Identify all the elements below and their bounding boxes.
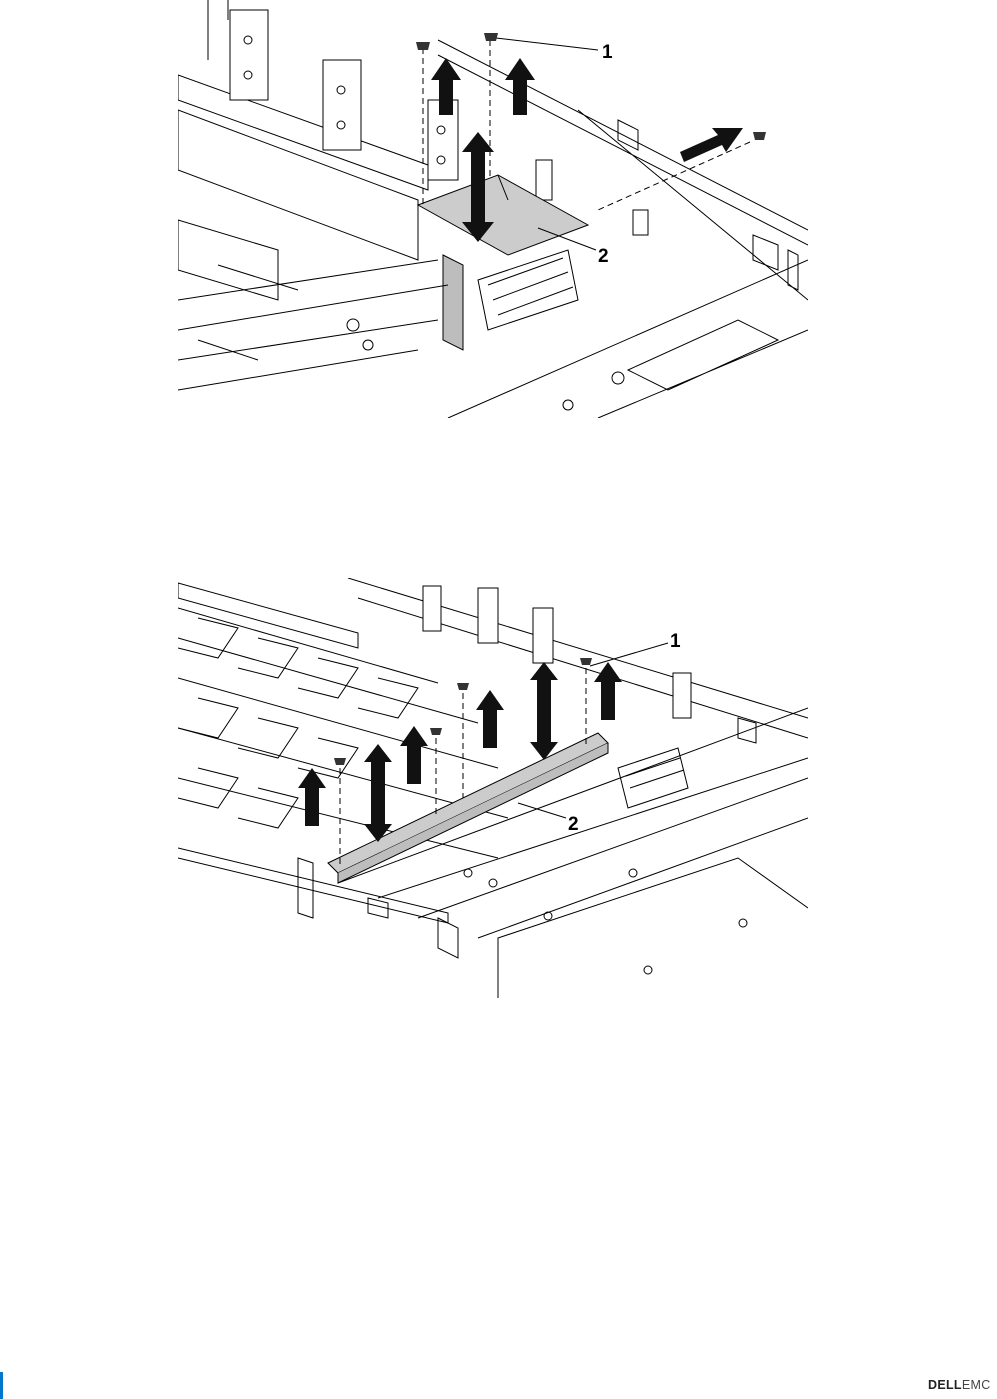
arrow-up-icon bbox=[431, 58, 535, 115]
figure-top-chassis-bracket: 1 2 bbox=[178, 0, 808, 418]
callout-1: 1 bbox=[602, 42, 613, 63]
arrow-diagonal-icon bbox=[680, 128, 743, 162]
callout-2: 2 bbox=[598, 246, 609, 267]
callout-1: 1 bbox=[670, 631, 681, 652]
dell-emc-logo: DELLEMC bbox=[928, 1378, 991, 1392]
figure-bottom-chassis-bracket: 1 2 bbox=[178, 578, 808, 998]
figure-bottom-drawing: 1 2 bbox=[178, 578, 808, 998]
page-accent-bar bbox=[0, 1372, 3, 1399]
callout-2: 2 bbox=[568, 814, 579, 835]
figure-top-drawing: 1 2 bbox=[178, 0, 808, 418]
